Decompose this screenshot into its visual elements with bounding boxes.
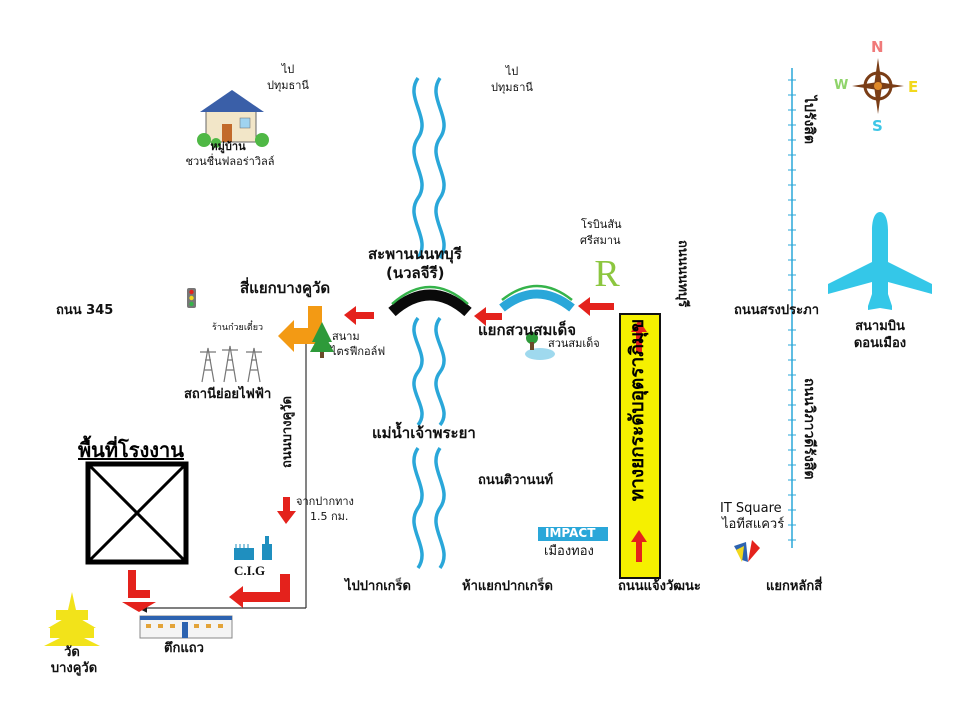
label-substation: สถานีย่อยไฟฟ้า [184,387,272,402]
highway-arrows [631,320,647,562]
label-vibhavadi: ถนนวิภาวดีรังสิต [801,378,817,480]
it-square-logo-icon [734,540,760,562]
route-arrows [122,297,614,612]
cig-factory-icon [234,536,272,560]
label-pathum-right-1: ไป [505,65,519,78]
label-temple-2: บางคูวัด [50,661,98,676]
label-village-2: ชวนชื่นฟลอร่าวิลล์ [185,155,275,168]
label-impact-logo: IMPACT [545,526,596,540]
temple-icon [44,592,100,646]
compass-n: N [871,38,884,56]
label-robinson-2: ศรีสมาน [580,234,621,247]
house-icon [197,90,269,148]
label-pathum-left-1: ไป [281,63,295,76]
label-from-pakthang-2: 1.5 กม. [310,510,349,523]
nonthaburi-bridge [388,289,472,317]
power-tower-icon [200,345,262,383]
bang-khu-wat-road-line [137,328,307,613]
label-temple-1: วัด [64,645,80,660]
robinson-logo-icon: R [586,252,628,295]
label-to-pak-kret: ไปปากเกร็ด [345,579,411,594]
impact-logo-backdrop [538,527,608,541]
label-song-prapha: ถนนสรงประภา [734,303,819,318]
compass-s: S [872,117,883,135]
label-muang-thong: เมืองทอง [544,544,594,559]
factory-area-title: พื้นที่โรงงาน [78,438,184,462]
nonthaburi-bridge-edge [391,285,469,305]
label-road-right-top: ถนนนนทบุรี [675,240,690,308]
label-to-rangsit: ไปรังสิต [801,96,817,144]
suan-somdet-overpass [499,289,575,312]
river-waves [412,76,446,570]
label-nonthaburi-bridge-1: สะพานนนทบุรี [368,245,462,263]
label-bang-khu-wat-road: ถนนบางคูวัด [280,396,295,468]
label-golf-1: สนาม [332,330,360,343]
label-suan-somdet-junction: แยกสวนสมเด็จ [478,321,577,339]
compass-e: E [908,78,919,96]
vibhavadi-road [788,68,796,548]
label-village-1: หมู่บ้าน [210,140,246,153]
label-tuk-kaew: ตึกแถว [164,641,204,656]
label-airport-1: สนามบิน [855,319,905,334]
orange-turn-arrow [278,306,322,352]
highway-label: ทางยกระดับอุตราภิมุข [626,318,648,502]
label-road-345: ถนน 345 [56,303,114,318]
label-airport-2: ดอนเมือง [853,336,907,351]
compass-w: W [834,78,849,93]
label-pathum-right-2: ปทุมธานี [491,81,533,94]
factory-area-box [85,461,189,565]
label-cig: C.I.G [234,563,266,578]
label-shop: ร้านก๋วยเตี๋ยว [212,323,264,333]
label-tiwanon-road: ถนนติวานนท์ [478,473,554,488]
label-pak-kret-junction: ห้าแยกปากเกร็ด [462,579,553,594]
label-nonthaburi-bridge-2: (นวลจีรี) [386,264,445,282]
label-robinson-1: โรบินสัน [581,218,622,231]
label-golf-2: ไตรฟีกอล์ฟ [331,345,386,358]
park-tree-icon [525,332,555,360]
svg-text:R: R [594,253,620,295]
compass-icon [852,58,904,114]
label-it-square-2: ไอทีสแควร์ [722,517,785,532]
golf-tree-icon [310,322,334,358]
label-bang-khu-wat-junction: สี่แยกบางคูวัด [240,279,331,297]
label-chaeng-watthana: ถนนแจ้งวัฒนะ [618,579,701,594]
shophouse-icon [139,615,233,639]
label-it-square-1: IT Square [720,501,782,516]
label-pathum-left-2: ปทุมธานี [267,79,309,92]
label-from-pakthang-1: จากปากทาง [296,495,354,508]
label-suan-somdet: สวนสมเด็จ [548,337,600,350]
traffic-light-icon [187,288,196,308]
suan-somdet-overpass-edge [501,284,573,301]
label-river-name: แม่น้ำเจ้าพระยา [372,424,476,442]
airplane-icon [828,212,932,310]
label-lak-si: แยกหลักสี่ [766,579,823,594]
